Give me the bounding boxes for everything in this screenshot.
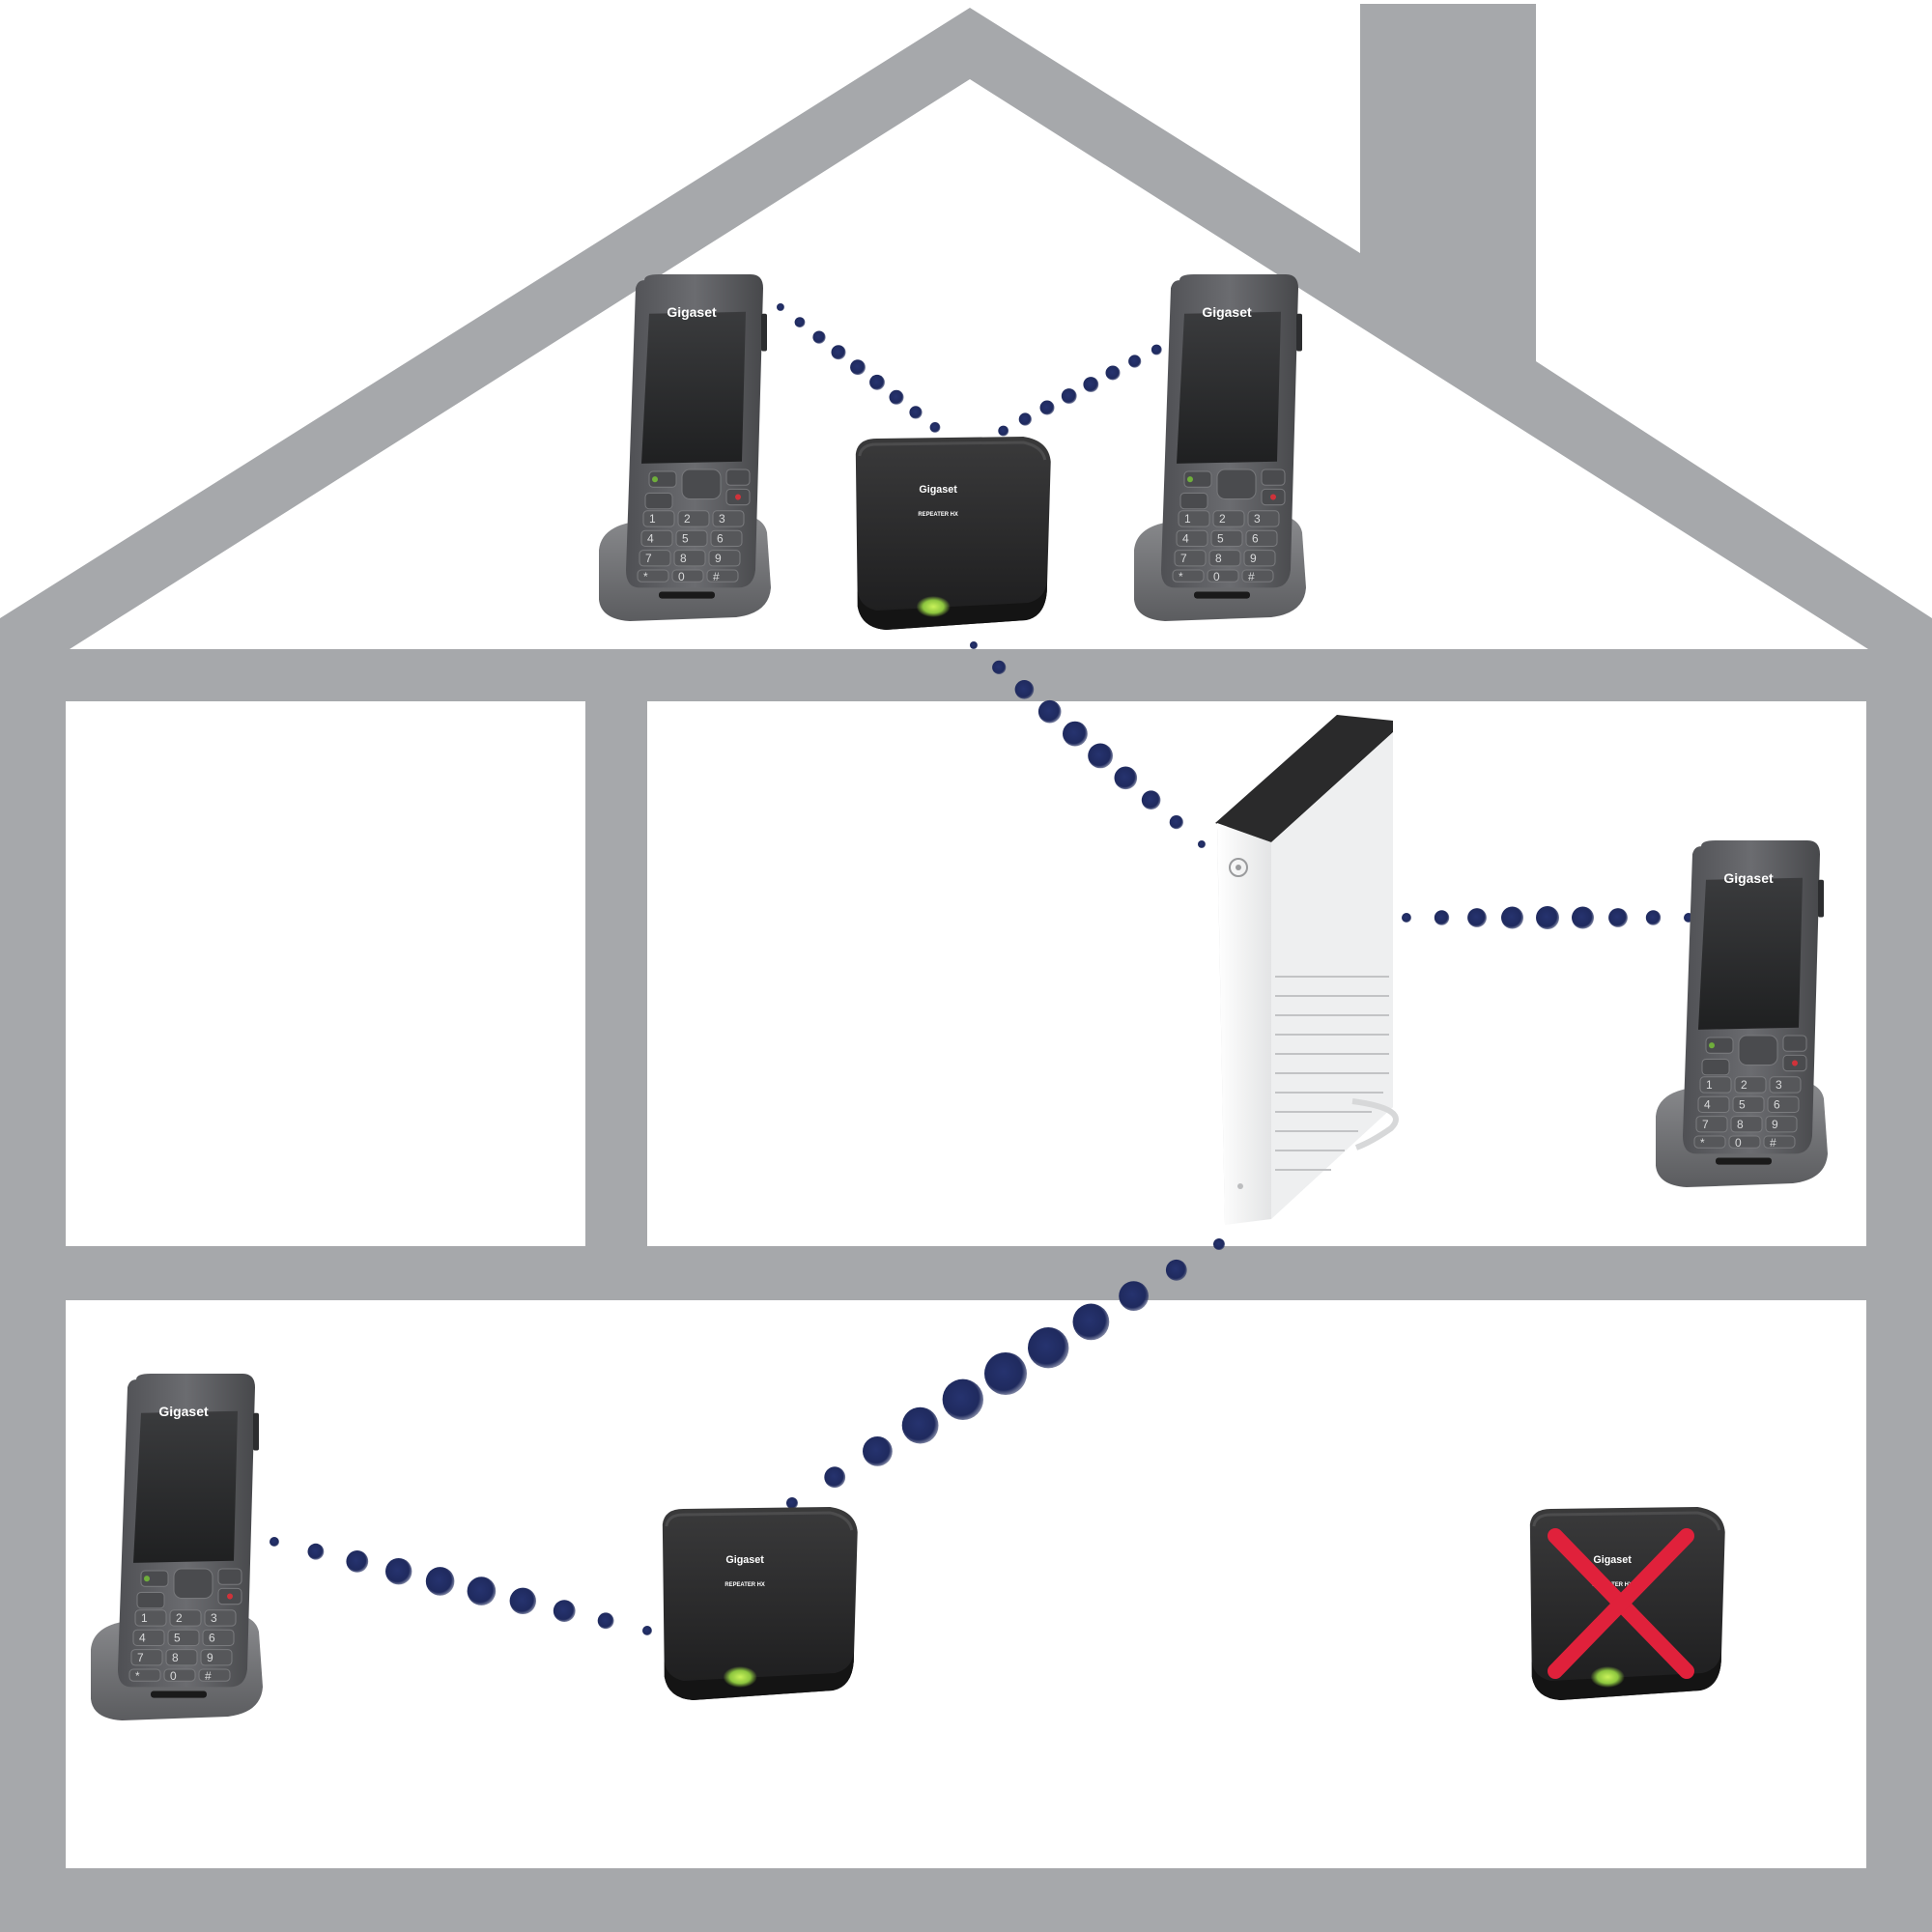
signal-dot: [1572, 906, 1594, 929]
signal-dot: [1501, 906, 1523, 929]
signal-dot: [901, 1406, 939, 1444]
signal-dot: [1128, 355, 1142, 368]
signal-dot: [1165, 1259, 1187, 1281]
signal-dot: [385, 1558, 412, 1585]
signal-dot: [929, 422, 941, 433]
signal-dot: [1213, 1238, 1225, 1250]
signal-dot: [824, 1466, 846, 1489]
signal-link-base-to-ground-repeater: [786, 1238, 1225, 1509]
signal-dot: [270, 1537, 279, 1547]
handset-brand: Gigaset: [1202, 304, 1252, 320]
signal-dot: [1014, 680, 1035, 699]
signal-links: [270, 303, 1693, 1635]
signal-dot: [307, 1543, 325, 1560]
signal-dot: [1072, 1303, 1110, 1341]
repeater-ground[interactable]: Gigaset REPEATER HX: [661, 1505, 860, 1702]
signal-dot: [1169, 815, 1183, 830]
signal-dot: [1119, 1281, 1149, 1311]
signal-link-ground-repeater-to-handset: [270, 1537, 652, 1635]
signal-dot: [869, 374, 885, 390]
handset-brand: Gigaset: [158, 1404, 209, 1419]
signal-dot: [812, 330, 826, 344]
signal-dot: [777, 303, 784, 311]
signal-dot: [1402, 913, 1411, 923]
handset-brand: Gigaset: [667, 304, 717, 320]
repeater-model: REPEATER HX: [918, 512, 957, 518]
signal-dot: [992, 660, 1007, 675]
signal-dot: [970, 641, 978, 649]
signal-dot: [1434, 910, 1450, 925]
handset-attic-left[interactable]: Gigaset: [598, 273, 772, 622]
signal-dot: [1083, 377, 1099, 392]
signal-dot: [1141, 790, 1161, 810]
signal-link-base-to-middle-handset: [1402, 906, 1693, 929]
signal-dot: [889, 389, 904, 405]
router-icon: [1229, 858, 1248, 877]
signal-dot: [597, 1612, 614, 1630]
repeater-brand: Gigaset: [1593, 1554, 1632, 1566]
signal-dot: [863, 1436, 893, 1466]
signal-dot: [850, 359, 866, 376]
signal-dot: [509, 1587, 536, 1615]
signal-dot: [942, 1378, 983, 1421]
signal-dot: [1105, 365, 1121, 381]
signal-dot: [1028, 1327, 1069, 1369]
signal-dot: [786, 1497, 798, 1509]
signal-dot: [1645, 910, 1662, 925]
signal-dot: [1061, 388, 1077, 404]
signal-dot: [1536, 906, 1559, 929]
signal-dot: [1608, 908, 1628, 927]
signal-dot: [425, 1567, 455, 1596]
signal-dot: [1151, 344, 1162, 355]
signal-dot: [1467, 908, 1487, 927]
signal-dot: [1037, 699, 1062, 724]
signal-dot: [831, 345, 846, 360]
signal-dot: [553, 1600, 576, 1622]
cross-icon: [1548, 1528, 1694, 1679]
signal-dot: [467, 1577, 497, 1605]
signal-dot: [1088, 743, 1113, 769]
signal-dot: [1198, 840, 1206, 848]
base-station[interactable]: [1215, 715, 1399, 1225]
handset-attic-right[interactable]: Gigaset: [1133, 273, 1307, 622]
signal-link-attic-right-handset-to-repeater: [978, 334, 1182, 446]
handset-ground-left[interactable]: Gigaset: [90, 1373, 264, 1721]
repeater-attic[interactable]: Gigaset REPEATER HX: [854, 435, 1053, 632]
signal-dot: [794, 317, 806, 327]
repeater-model: REPEATER HX: [724, 1582, 764, 1588]
signal-dot: [1114, 766, 1138, 790]
signal-dot: [1063, 721, 1088, 747]
handset-brand: Gigaset: [1723, 870, 1774, 886]
signal-link-attic-repeater-to-base: [970, 641, 1206, 848]
signal-dot: [998, 425, 1009, 437]
signal-dot: [1039, 400, 1055, 415]
signal-dot: [909, 406, 923, 419]
signal-link-attic-left-handset-to-repeater: [777, 303, 958, 446]
signal-dot: [642, 1626, 652, 1635]
repeater-brand: Gigaset: [919, 484, 957, 496]
signal-dot: [1018, 412, 1032, 426]
handset-middle-right[interactable]: Gigaset: [1655, 839, 1829, 1188]
signal-dot: [984, 1352, 1027, 1395]
repeater-brand: Gigaset: [725, 1554, 764, 1566]
signal-dot: [346, 1550, 369, 1573]
